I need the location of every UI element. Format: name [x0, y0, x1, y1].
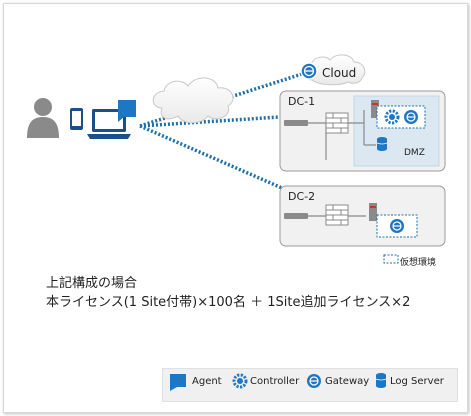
line-to-dc1 [139, 115, 281, 128]
caption-line-2: 本ライセンス(1 Site付帯)×100名 ＋ 1Site追加ライセンス×2 [46, 295, 411, 310]
legend-agent-label: Agent [192, 376, 222, 387]
dmz-label: DMZ [404, 148, 425, 158]
log-server-icon [376, 137, 388, 151]
smartphone-icon [70, 108, 83, 130]
dc1-box [279, 90, 446, 172]
virtual-env-swatch [383, 254, 399, 264]
legend-gateway-label: Gateway [325, 376, 370, 387]
cloud-label: Cloud [322, 66, 357, 80]
server-icon [369, 203, 377, 221]
gateway-icon [390, 219, 404, 233]
controller-icon [384, 109, 400, 125]
firewall-icon [325, 204, 349, 226]
firewall-icon [325, 112, 349, 134]
virtual-env-label: 仮想環境 [400, 258, 437, 268]
router-icon [284, 213, 308, 219]
dc2-box [279, 185, 446, 247]
legend-log-server-label: Log Server [390, 376, 444, 387]
caption-line-1: 上記構成の場合 [46, 276, 138, 291]
legend-controller-label: Controller [250, 376, 300, 387]
gateway-icon [404, 110, 418, 124]
user-icon [27, 98, 59, 138]
agent-icon [118, 100, 136, 122]
router-icon [284, 120, 308, 126]
server-icon [371, 100, 379, 118]
gateway-icon [300, 62, 318, 80]
internet-cloud [152, 77, 234, 124]
laptop-icon [87, 109, 131, 139]
dc1-label: DC-1 [288, 95, 316, 108]
dc2-label: DC-2 [288, 190, 316, 203]
line-to-dc2 [139, 124, 283, 190]
